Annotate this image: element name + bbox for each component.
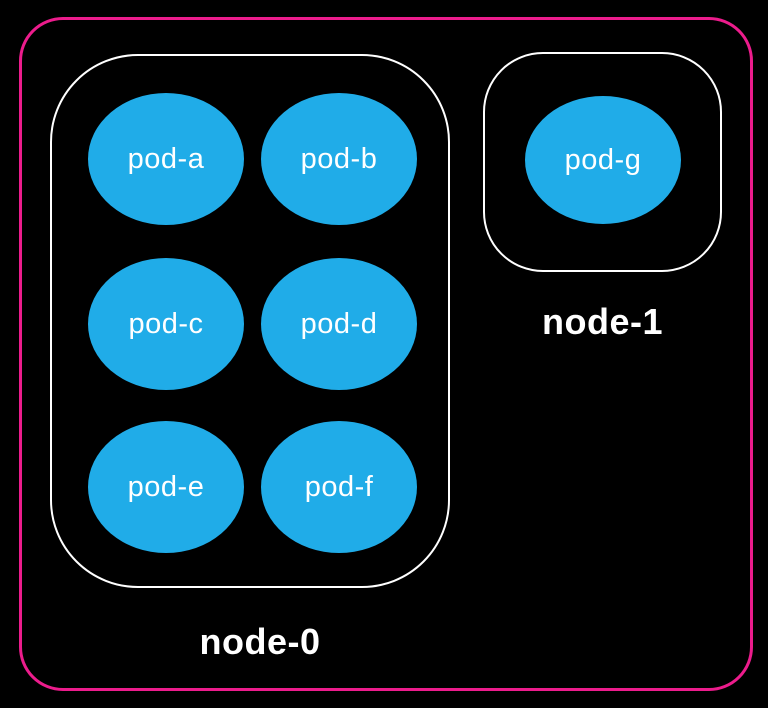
pod-d-label: pod-d: [300, 307, 378, 340]
pod-c: pod-c: [88, 258, 244, 390]
pod-b-label: pod-b: [300, 142, 378, 175]
node-1-label: node-1: [541, 301, 663, 342]
pod-a-label: pod-a: [127, 142, 205, 175]
pod-d: pod-d: [261, 258, 417, 390]
node-0-label: node-0: [199, 621, 321, 662]
pod-e: pod-e: [88, 421, 244, 553]
pod-e-label: pod-e: [127, 470, 205, 503]
pod-g-label: pod-g: [564, 143, 642, 176]
pod-g: pod-g: [525, 96, 681, 224]
cluster-boundary: [19, 17, 753, 691]
pod-b: pod-b: [261, 93, 417, 225]
pod-a: pod-a: [88, 93, 244, 225]
node-0-box: [50, 54, 450, 588]
node-1-box: [483, 52, 722, 272]
pod-f-label: pod-f: [304, 470, 374, 503]
pod-c-label: pod-c: [128, 307, 204, 340]
pod-f: pod-f: [261, 421, 417, 553]
